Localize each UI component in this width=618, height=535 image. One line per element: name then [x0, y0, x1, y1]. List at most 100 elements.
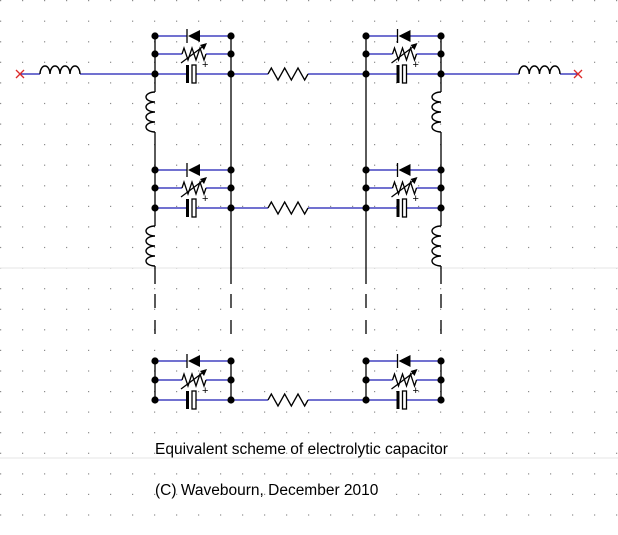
junction-dot: [151, 184, 159, 192]
grid-dot: [594, 432, 596, 434]
grid-dot: [528, 102, 530, 105]
grid-dot: [330, 349, 332, 351]
grid-dot: [462, 185, 464, 187]
junction-dot: [227, 50, 235, 58]
grid-dot: [176, 164, 178, 166]
grid-dot: [506, 288, 508, 290]
grid-dot: [330, 370, 332, 372]
grid-dot: [330, 82, 332, 84]
grid-dot: [484, 226, 486, 228]
grid-dot: [462, 452, 464, 454]
grid-dot: [44, 102, 46, 105]
grid-dot: [264, 370, 266, 372]
grid-dot: [594, 473, 596, 475]
grid-dot: [550, 391, 552, 393]
grid-dot: [242, 164, 244, 166]
grid-dot: [506, 144, 508, 146]
grid-dot: [484, 185, 486, 187]
grid-dot: [110, 102, 112, 105]
grid-dot: [132, 185, 134, 187]
grid-dot: [242, 452, 244, 454]
grid-dot: [330, 432, 332, 434]
grid-dot: [484, 288, 486, 290]
grid-dot: [264, 226, 266, 228]
grid-dot: [418, 329, 420, 331]
grid-dot: [396, 185, 398, 187]
grid-dot: [462, 493, 464, 495]
grid-dot: [66, 102, 68, 105]
grid-dot: [352, 61, 354, 63]
grid-dot: [594, 246, 596, 249]
grid-dot: [308, 288, 310, 290]
grid-dot: [440, 288, 442, 290]
grid-dot: [374, 20, 376, 22]
polarity-mark: +: [202, 193, 208, 205]
grid-dot: [374, 349, 376, 351]
grid-dot: [308, 226, 310, 228]
capacitor-plate: [396, 391, 400, 409]
grid-dot: [594, 164, 596, 166]
grid-dot: [352, 411, 354, 413]
grid-dot: [220, 41, 222, 43]
grid-dot: [22, 82, 24, 84]
capacitor-plate-hollow: [191, 64, 197, 84]
grid-dot: [44, 391, 46, 393]
grid-dot: [154, 493, 156, 495]
grid-dot: [22, 144, 24, 146]
grid-dot: [572, 41, 574, 43]
variable-arrow: [180, 370, 206, 390]
grid-dot: [616, 493, 618, 495]
grid-dot: [506, 0, 508, 2]
grid-dot: [242, 493, 244, 495]
grid-dot: [198, 288, 200, 290]
grid-dot: [308, 308, 310, 310]
grid-dot: [66, 185, 68, 187]
grid-dot: [132, 164, 134, 166]
grid-dot: [572, 370, 574, 372]
grid-dot: [132, 288, 134, 290]
grid-dot: [550, 473, 552, 475]
grid-dot: [198, 411, 200, 413]
grid-dot: [396, 514, 398, 516]
grid-dot: [22, 514, 24, 516]
grid-dot: [396, 102, 398, 105]
grid-dot: [264, 288, 266, 290]
grid-dot: [330, 308, 332, 310]
grid-dot: [550, 452, 552, 454]
grid-dot: [0, 411, 2, 413]
grid-dot: [22, 391, 24, 393]
grid-dot: [462, 61, 464, 63]
grid-dot: [374, 61, 376, 63]
grid-dot: [396, 226, 398, 228]
grid-dot: [0, 493, 2, 495]
grid-dot: [132, 144, 134, 146]
grid-dot: [572, 20, 574, 22]
grid-dot: [506, 349, 508, 351]
grid-dot: [220, 432, 222, 434]
grid-dot: [176, 493, 178, 495]
grid-dot: [440, 20, 442, 22]
grid-dot: [418, 473, 420, 475]
grid-dot: [440, 349, 442, 351]
grid-dot: [66, 411, 68, 413]
grid-dot: [242, 102, 244, 105]
junction-dot: [227, 184, 235, 192]
grid-dot: [308, 41, 310, 43]
junction-dot: [362, 32, 370, 40]
grid-dot: [198, 514, 200, 516]
junction-dot: [151, 50, 159, 58]
grid-dot: [374, 185, 376, 187]
grid-dot: [132, 432, 134, 434]
grid-dot: [308, 61, 310, 63]
arrow-head: [200, 369, 207, 376]
grid-dot: [176, 308, 178, 310]
grid-dot: [242, 411, 244, 413]
grid-dot: [616, 473, 618, 475]
grid-dot: [44, 185, 46, 187]
grid-dot: [66, 473, 68, 475]
junction-dot: [437, 204, 445, 212]
junction-dot: [437, 396, 445, 404]
grid-dot: [484, 473, 486, 475]
grid-dot: [550, 329, 552, 331]
grid-dot: [528, 61, 530, 63]
